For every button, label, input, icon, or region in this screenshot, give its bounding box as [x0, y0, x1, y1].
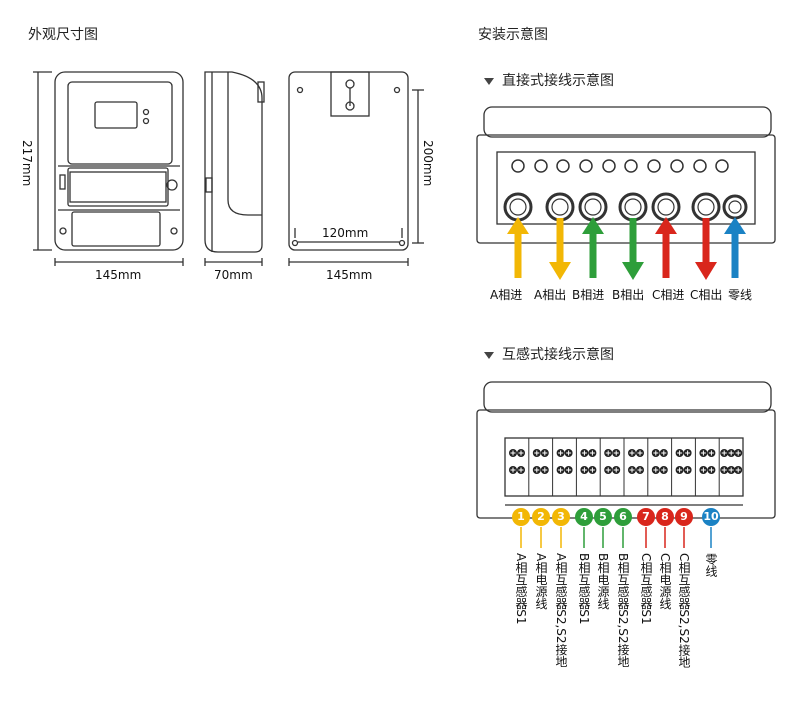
- front-view-body: [54, 71, 184, 251]
- ct-wire-label: B相互感器S1: [577, 553, 591, 625]
- ct-terminal-number: 10: [702, 508, 720, 526]
- dim-depth: 70mm: [214, 268, 253, 282]
- ct-terminal-number: 1: [512, 508, 530, 526]
- ct-wire-label: C相电源线: [658, 553, 672, 610]
- direct-wire-label: C相进: [652, 288, 685, 302]
- ct-terminal-number: 4: [575, 508, 593, 526]
- front-view-cover: [67, 167, 169, 207]
- small-terminal-hole: [670, 159, 684, 173]
- direct-wire-label: B相进: [572, 288, 605, 302]
- ct-terminal-number: 7: [637, 508, 655, 526]
- ct-terminal-number: 8: [656, 508, 674, 526]
- small-terminal-hole: [715, 159, 729, 173]
- direct-wire-label: C相出: [690, 288, 723, 302]
- ct-terminal-number: 5: [594, 508, 612, 526]
- direct-terminal-block: [496, 151, 756, 225]
- ct-title: 互感式接线示意图: [502, 347, 614, 363]
- ct-wire-label: B相电源线: [596, 553, 610, 610]
- arrow-down-icon: [695, 262, 717, 280]
- ct-title-row: 互感式接线示意图: [484, 344, 614, 364]
- front-view-upper-panel: [67, 81, 173, 165]
- small-terminal-hole: [556, 159, 570, 173]
- small-terminal-hole: [624, 159, 638, 173]
- ct-wire-label: C相互感器S2,S2接地: [677, 553, 691, 668]
- arrow-up-icon: [582, 217, 604, 234]
- dim-mount-width: 120mm: [322, 226, 369, 240]
- ct-box-lid: [483, 381, 772, 413]
- small-terminal-hole: [511, 159, 525, 173]
- dim-height-front: 217mm: [20, 140, 34, 187]
- ct-wire-label: C相互感器S1: [639, 553, 653, 625]
- left-title: 外观尺寸图: [28, 27, 98, 43]
- ct-wire-label: 零线: [704, 553, 718, 577]
- small-terminal-hole: [647, 159, 661, 173]
- front-view-terminal-cover: [71, 211, 161, 247]
- ct-wire-label: A相互感器S1: [514, 553, 528, 625]
- arrow-up-icon: [655, 217, 677, 234]
- direct-wire-label: 零线: [728, 288, 753, 302]
- side-view-body: [204, 71, 263, 253]
- small-terminal-hole: [602, 159, 616, 173]
- ct-wire-label: B相互感器S2,S2接地: [616, 553, 630, 668]
- ct-terminal-number: 3: [552, 508, 570, 526]
- dim-width-front: 145mm: [95, 268, 142, 282]
- small-terminal-hole: [579, 159, 593, 173]
- direct-box-lid: [483, 106, 772, 138]
- back-view-hanger: [330, 71, 370, 117]
- ct-wire-label: A相互感器S2,S2接地: [554, 553, 568, 668]
- ct-terminal-number: 2: [532, 508, 550, 526]
- triangle-down-icon: [484, 77, 494, 85]
- arrow-down-icon: [622, 262, 644, 280]
- small-terminal-hole: [693, 159, 707, 173]
- dim-mount-height: 200mm: [421, 140, 435, 187]
- direct-wire-label: A相出: [534, 288, 567, 302]
- direct-title-row: 直接式接线示意图: [484, 70, 614, 90]
- ct-terminal-number: 6: [614, 508, 632, 526]
- direct-title: 直接式接线示意图: [502, 73, 614, 89]
- direct-box-body: [476, 134, 776, 244]
- arrow-down-icon: [549, 262, 571, 280]
- front-view-display: [94, 101, 138, 129]
- arrow-up-icon: [507, 217, 529, 234]
- direct-wire-label: B相出: [612, 288, 645, 302]
- direct-wire-label: A相进: [490, 288, 523, 302]
- back-view-body: [288, 71, 409, 251]
- right-title: 安装示意图: [478, 27, 548, 43]
- arrow-up-icon: [724, 217, 746, 234]
- ct-terminal-number: 9: [675, 508, 693, 526]
- triangle-down-icon: [484, 351, 494, 359]
- dim-width-back: 145mm: [326, 268, 373, 282]
- small-terminal-hole: [534, 159, 548, 173]
- ct-wire-label: A相电源线: [534, 553, 548, 610]
